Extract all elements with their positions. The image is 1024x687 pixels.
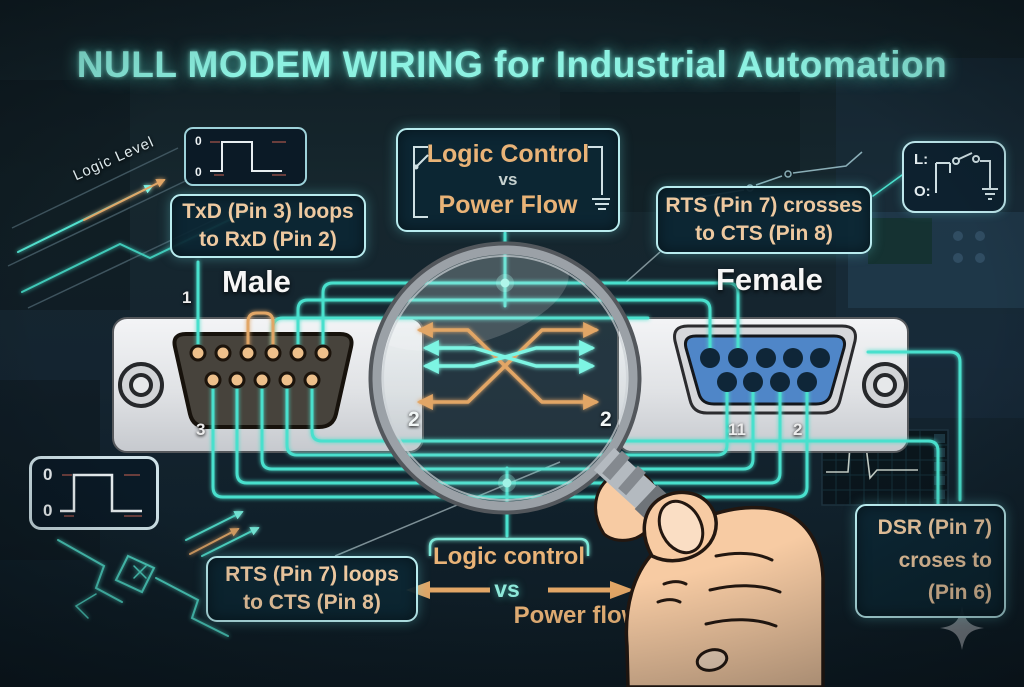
bottom-logic-control-label: Logic control	[433, 543, 585, 570]
signal-scope-widget-top: 0 0	[184, 127, 307, 186]
male-connector-label: Male	[222, 264, 291, 299]
bottom-power-flow-label: Power flow	[513, 602, 641, 629]
bottom-vs-label: vs	[494, 576, 520, 602]
level-low-label: O:	[914, 183, 931, 200]
logic-control-label: Logic Control	[426, 139, 590, 168]
male-pin1-label: 1	[182, 288, 192, 307]
square-wave-icon	[210, 141, 286, 176]
txd-line2: to RxD (Pin 2)	[199, 228, 337, 251]
logic-switch-widget: L: O:	[902, 141, 1006, 213]
page-title: NULL MODEM WIRING for Industrial Automat…	[76, 44, 948, 85]
vs-label: vs	[498, 169, 518, 189]
callout-txd-loops: TxD (Pin 3) loops to RxD (Pin 2)	[170, 194, 366, 258]
callout-rts-loops: RTS (Pin 7) loops to CTS (Pin 8)	[206, 556, 418, 622]
switch-ground-icon	[935, 152, 998, 200]
rts-loops-line2: to CTS (Pin 8)	[243, 591, 381, 614]
rts-crosses-line1: RTS (Pin 7) crosses	[665, 194, 863, 218]
lens-pin-right-label: 2	[600, 408, 612, 431]
dsr-line2: croses to	[898, 548, 992, 572]
female-connector	[617, 317, 909, 453]
battery-symbol-icon	[588, 146, 610, 210]
switch-symbol-icon	[413, 146, 429, 218]
callout-dsr-crosses: DSR (Pin 7) croses to (Pin 6)	[855, 504, 1006, 618]
female-pin2-label: 2	[793, 420, 803, 439]
lens-pin-left-label: 2	[408, 408, 420, 431]
txd-line1: TxD (Pin 3) loops	[182, 200, 354, 224]
female-pin11-label: 11	[728, 420, 746, 439]
callout-logic-vs-power-top: Logic Control vs Power Flow	[396, 128, 620, 232]
callout-rts-crosses: RTS (Pin 7) crosses to CTS (Pin 8)	[656, 186, 872, 254]
rts-loops-line1: RTS (Pin 7) loops	[225, 563, 399, 587]
square-wave-icon	[60, 473, 142, 517]
rts-crosses-line2: to CTS (Pin 8)	[695, 222, 833, 245]
level-high-label: L:	[914, 151, 929, 168]
signal-scope-widget-bottom: 0 0	[29, 456, 159, 530]
power-flow-label: Power Flow	[438, 191, 578, 220]
dsr-line1: DSR (Pin 7)	[877, 516, 992, 540]
male-pin3-label: 3	[196, 420, 206, 439]
female-connector-label: Female	[716, 262, 823, 297]
dsr-line3: (Pin 6)	[927, 581, 992, 605]
